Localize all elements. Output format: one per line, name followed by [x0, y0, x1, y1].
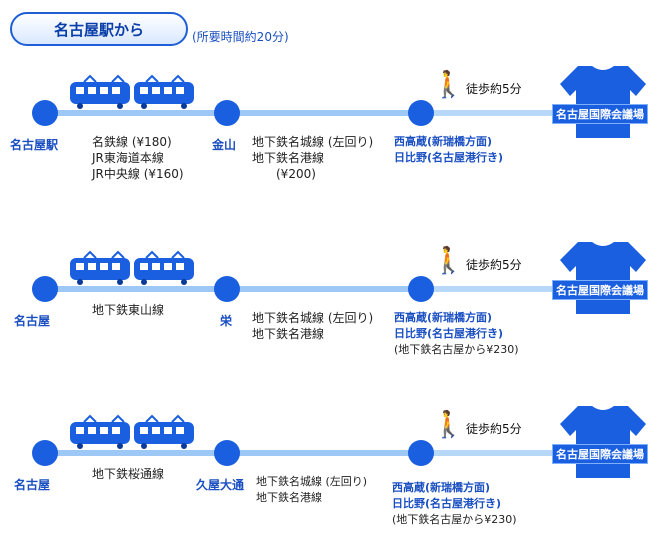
line2-text: 地下鉄名港線 — [252, 151, 325, 165]
walker-icon: 🚶 — [432, 70, 465, 100]
dest-text: 日比野(名古屋港行き) — [392, 497, 502, 510]
origin-station-dot — [32, 100, 58, 126]
walker-icon: 🚶 — [432, 410, 465, 440]
transfer-station-dot — [214, 276, 240, 302]
line1-text: JR東海道本線 — [92, 151, 164, 165]
route-3: 🚶 徒歩約5分 名古屋国際会議場 名古屋 地下鉄桜通線 久屋大通 地下鉄名城線 … — [0, 400, 662, 550]
origin-station-label: 名古屋 — [14, 478, 51, 492]
line2-text: 地下鉄名城線 (左回り) — [252, 311, 374, 325]
transfer-station-label: 栄 — [220, 314, 233, 328]
line1-text: JR中央線 (¥160) — [92, 167, 184, 181]
line2-text: (¥200) — [276, 167, 316, 181]
fare-note: (地下鉄名古屋から¥230) — [394, 343, 519, 356]
dest-station-dot — [408, 276, 434, 302]
transfer-station-label: 久屋大通 — [196, 478, 245, 492]
train-icon — [70, 250, 194, 285]
line2-text: 地下鉄名港線 — [252, 327, 325, 341]
venue-icon — [560, 66, 646, 138]
dest-station-dot — [408, 100, 434, 126]
origin-station-dot — [32, 276, 58, 302]
train-icon — [70, 414, 194, 449]
origin-station-label: 名古屋 — [14, 314, 51, 328]
dest-text: 西高蔵(新瑞橋方面) — [394, 135, 493, 148]
header-duration-note: (所要時間約20分) — [192, 30, 289, 44]
route-1: 🚶 徒歩約5分 名古屋国際会議場 名古屋駅 名鉄線 (¥180) JR東海道本線… — [0, 60, 662, 210]
line2-text: 地下鉄名港線 — [256, 491, 322, 504]
walk-line — [420, 450, 570, 456]
walk-time-label: 徒歩約5分 — [466, 82, 522, 96]
dest-station-dot — [408, 440, 434, 466]
dest-text: 西高蔵(新瑞橋方面) — [394, 311, 493, 324]
venue-label: 名古屋国際会議場 — [552, 104, 648, 124]
transfer-station-dot — [214, 440, 240, 466]
walk-time-label: 徒歩約5分 — [466, 422, 522, 436]
train-icon — [70, 74, 194, 109]
line2-text: 地下鉄名城線 (左回り) — [256, 475, 368, 488]
route-2: 🚶 徒歩約5分 名古屋国際会議場 名古屋 地下鉄東山線 栄 地下鉄名城線 (左回… — [0, 236, 662, 386]
line1-text: 名鉄線 (¥180) — [92, 135, 172, 149]
line2-text: 地下鉄名城線 (左回り) — [252, 135, 374, 149]
dest-text: 日比野(名古屋港行き) — [394, 327, 504, 340]
line1-text: 地下鉄東山線 — [92, 303, 165, 317]
fare-note: (地下鉄名古屋から¥230) — [392, 513, 517, 526]
dest-text: 日比野(名古屋港行き) — [394, 151, 504, 164]
origin-station-dot — [32, 440, 58, 466]
origin-station-label: 名古屋駅 — [10, 138, 59, 152]
transfer-station-label: 金山 — [212, 138, 237, 152]
venue-label: 名古屋国際会議場 — [552, 280, 648, 300]
line1-text: 地下鉄桜通線 — [92, 467, 165, 481]
walker-icon: 🚶 — [432, 246, 465, 276]
venue-icon — [560, 242, 646, 314]
walk-line — [420, 110, 570, 116]
header-title: 名古屋駅から — [10, 12, 188, 46]
dest-text: 西高蔵(新瑞橋方面) — [392, 481, 491, 494]
venue-icon — [560, 406, 646, 478]
venue-label: 名古屋国際会議場 — [552, 444, 648, 464]
walk-time-label: 徒歩約5分 — [466, 258, 522, 272]
walk-line — [420, 286, 570, 292]
transfer-station-dot — [214, 100, 240, 126]
